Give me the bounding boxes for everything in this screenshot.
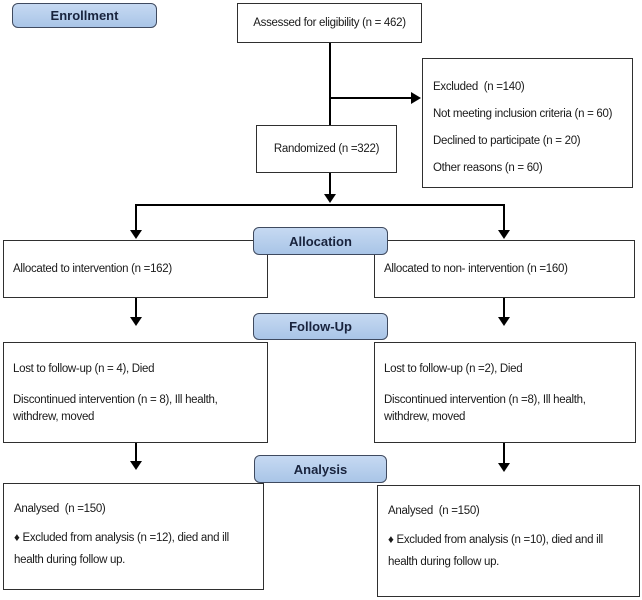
analysis-intervention-line: ♦ Excluded from analysis (n =12), died a… [14,532,229,544]
allocated-non-intervention-text: Allocated to non- intervention (n =160) [384,263,568,275]
followup-intervention-line: Discontinued intervention (n = 8), Ill h… [13,394,218,406]
analysis-non-intervention-line: Analysed (n =150) [388,505,480,517]
analysis-non-intervention-line: health during follow up. [388,556,500,568]
analysis-badge: Analysis [254,455,387,483]
assessed-eligibility-text: Assessed for eligibility (n = 462) [253,17,406,29]
excluded-line: Not meeting inclusion criteria (n = 60) [433,108,613,120]
analysis-intervention-box: Analysed (n =150) ♦ Excluded from analys… [3,483,264,590]
followup-non-intervention-line: Discontinued intervention (n =8), Ill he… [384,394,586,406]
allocated-intervention-text: Allocated to intervention (n =162) [13,263,172,275]
randomized-box: Randomized (n =322) [256,125,397,173]
arrowhead-randomized-split [324,194,336,203]
connector-split-horizontal [135,204,505,206]
followup-intervention-box: Lost to follow-up (n = 4), Died Disconti… [3,342,268,443]
excluded-line: Excluded (n =140) [433,81,525,93]
arrowhead-into-analysis-left [130,461,142,470]
followup-intervention-line: Lost to follow-up (n = 4), Died [13,363,155,375]
excluded-line: Other reasons (n = 60) [433,162,543,174]
analysis-non-intervention-line: ♦ Excluded from analysis (n =10), died a… [388,534,603,546]
arrowhead-into-allocation-right [498,230,510,239]
followup-intervention-line: withdrew, moved [13,411,95,423]
connector-alloc-left-down [135,298,137,318]
follow-up-badge: Follow-Up [253,313,388,340]
connector-randomized-down [329,173,331,195]
allocated-intervention-box: Allocated to intervention (n =162) [3,240,268,298]
enrollment-badge: Enrollment [12,3,157,28]
connector-alloc-right-down [503,298,505,318]
assessed-eligibility-box: Assessed for eligibility (n = 462) [237,3,422,43]
arrowhead-into-analysis-right [498,463,510,472]
randomized-text: Randomized (n =322) [273,143,380,155]
arrowhead-into-followup-right [498,317,510,326]
connector-followup-right-down [503,443,505,464]
allocated-non-intervention-box: Allocated to non- intervention (n =160) [374,240,635,298]
allocation-badge: Allocation [253,227,388,255]
connector-assessed-to-randomized [329,43,331,125]
connector-split-right [503,204,505,231]
followup-non-intervention-line: withdrew, moved [384,411,466,423]
arrowhead-into-allocation-left [130,230,142,239]
connector-followup-left-down [135,443,137,462]
followup-non-intervention-box: Lost to follow-up (n =2), Died Discontin… [374,342,636,443]
analysis-intervention-line: Analysed (n =150) [14,503,106,515]
excluded-box: Excluded (n =140) Not meeting inclusion … [422,58,633,188]
arrowhead-into-excluded [411,92,421,104]
analysis-non-intervention-box: Analysed (n =150) ♦ Excluded from analys… [377,485,640,597]
connector-split-left [135,204,137,231]
analysis-intervention-line: health during follow up. [14,554,126,566]
connector-branch-to-excluded [330,97,412,99]
excluded-line: Declined to participate (n = 20) [433,135,581,147]
arrowhead-into-followup-left [130,317,142,326]
followup-non-intervention-line: Lost to follow-up (n =2), Died [384,363,523,375]
